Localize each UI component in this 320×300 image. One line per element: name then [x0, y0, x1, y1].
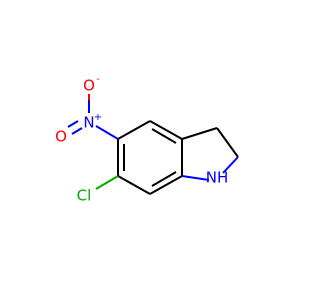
bond-c6-n2	[95, 125, 119, 140]
bond-c3-c4	[149, 175, 183, 195]
bond-n1-c3	[181, 175, 210, 181]
atom-label-oxygen-top: O	[83, 77, 95, 95]
molecule-diagram: O - N + O Cl NH	[55, 74, 239, 205]
bond-n2-o2-b	[67, 120, 79, 128]
bond-c7-c8	[216, 127, 239, 158]
bond-inner-c3-c4	[151, 171, 177, 187]
bond-c1-c2	[149, 120, 183, 140]
bond-c8-n1	[222, 156, 239, 174]
bond-c6-c1	[117, 120, 151, 140]
charge-label-oxygen-top: -	[96, 74, 100, 85]
atom-label-oxygen-left: O	[55, 128, 67, 146]
charge-label-nitrogen-nitro: +	[94, 112, 102, 123]
bond-c5-cl	[95, 175, 119, 190]
atom-label-nitrogen-nitro: N	[83, 114, 94, 132]
atom-label-chlorine: Cl	[77, 187, 92, 205]
bond-n2-o2-a	[71, 127, 83, 135]
bond-inner-c1-c2	[151, 128, 177, 144]
atom-label-nitrogen-ring: NH	[206, 169, 229, 187]
bond-c4-c5	[117, 175, 151, 195]
bond-c2-c7	[181, 127, 218, 140]
molecule-structure: O - N + O Cl NH	[55, 74, 239, 205]
